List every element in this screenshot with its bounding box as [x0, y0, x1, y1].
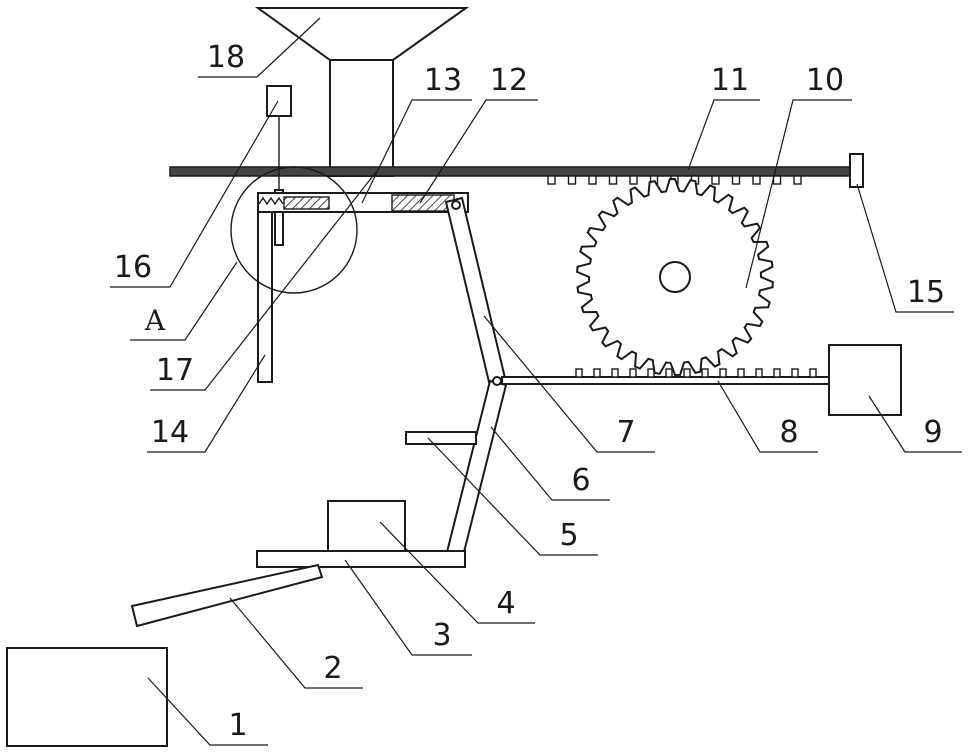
label-2: 2	[323, 651, 342, 686]
rack-tooth	[733, 176, 740, 184]
chute	[132, 565, 322, 626]
label-18: 18	[207, 40, 245, 75]
label-9: 9	[923, 415, 942, 450]
end-stop	[850, 154, 863, 187]
rack-tooth	[810, 369, 816, 377]
lower-rack-bar	[502, 369, 830, 384]
label-a: A	[144, 304, 166, 337]
detail-circle-a	[231, 167, 357, 293]
label-12: 12	[490, 63, 528, 98]
rack-tooth	[630, 176, 637, 184]
rack-tooth	[569, 176, 576, 184]
label-10: 10	[806, 63, 844, 98]
motor-box	[829, 345, 901, 415]
rack-tooth	[720, 369, 726, 377]
platform-assembly	[257, 501, 465, 567]
part-labels: 1 2 3 4 5 6 7 8 9 10 11 12 13 14 15 16 A…	[114, 40, 945, 743]
rack-tooth	[648, 369, 654, 377]
lower-link	[445, 377, 506, 564]
rack-tooth	[612, 369, 618, 377]
top-rack-rail	[170, 167, 850, 184]
rack-tooth	[774, 176, 781, 184]
upper-link	[446, 198, 505, 382]
rack-tooth	[753, 176, 760, 184]
label-15: 15	[907, 275, 945, 310]
rack-tooth	[756, 369, 762, 377]
label-8: 8	[779, 415, 798, 450]
label-1: 1	[228, 708, 247, 743]
rack-tooth	[702, 369, 708, 377]
rack-tooth	[738, 369, 744, 377]
collection-box	[7, 648, 167, 746]
rack-tooth	[666, 369, 672, 377]
rack-tooth	[610, 176, 617, 184]
rack-tooth	[576, 369, 582, 377]
label-14: 14	[151, 415, 189, 450]
label-16: 16	[114, 250, 152, 285]
label-7: 7	[616, 415, 635, 450]
label-11: 11	[711, 63, 749, 98]
rack-tooth	[712, 176, 719, 184]
rack-tooth	[794, 176, 801, 184]
label-3: 3	[432, 618, 451, 653]
rack-tooth	[684, 369, 690, 377]
rack-tooth	[589, 176, 596, 184]
rack-tooth	[548, 176, 555, 184]
rack-tooth	[774, 369, 780, 377]
rack-tooth	[630, 369, 636, 377]
vertical-plate	[258, 196, 272, 382]
rack-tooth	[792, 369, 798, 377]
side-bar	[406, 432, 476, 444]
gear	[577, 179, 773, 375]
gear-hub	[660, 262, 690, 292]
label-17: 17	[156, 353, 194, 388]
slide-plate-assembly	[258, 193, 468, 212]
label-5: 5	[559, 518, 578, 553]
label-6: 6	[571, 463, 590, 498]
rack-tooth	[594, 369, 600, 377]
label-4: 4	[496, 586, 515, 621]
label-13: 13	[424, 63, 462, 98]
